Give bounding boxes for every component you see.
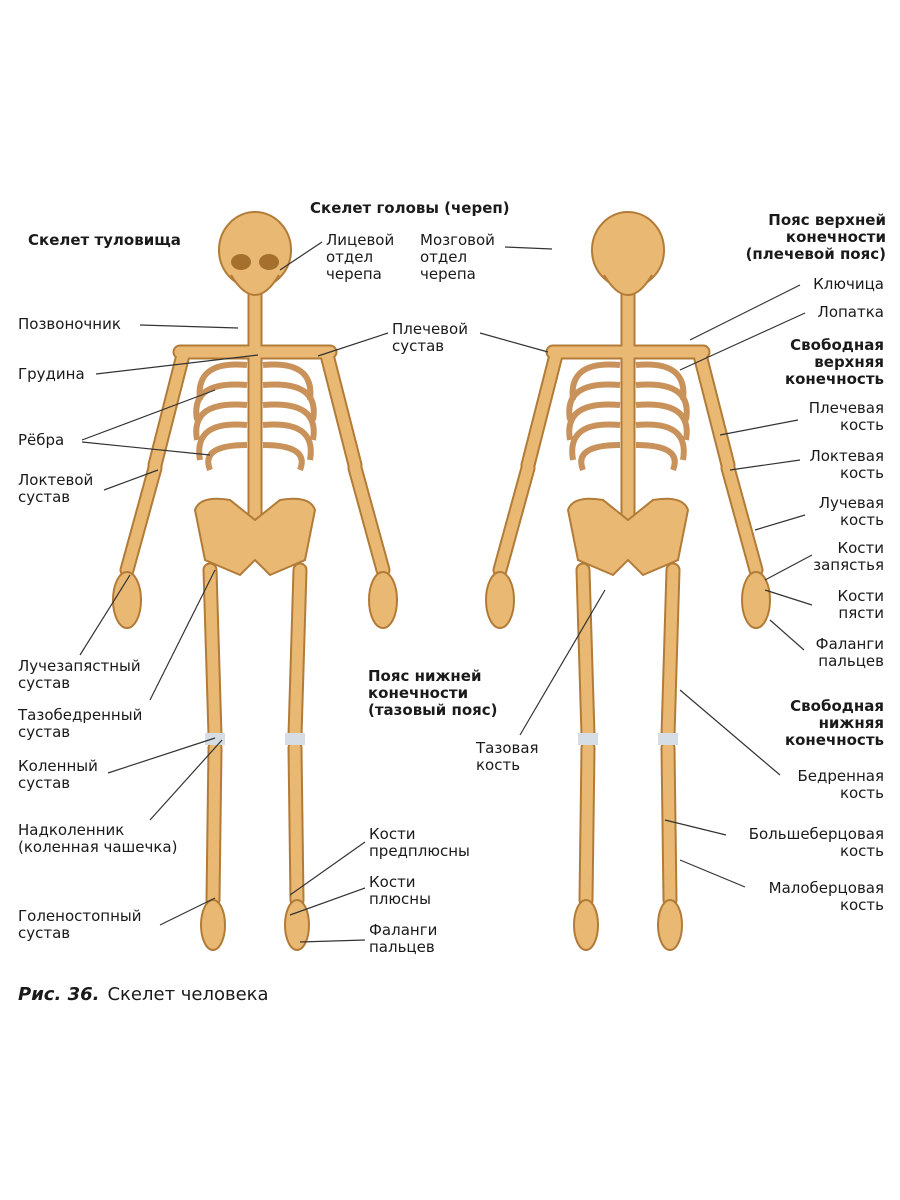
label-pelvic-girdle: Пояс нижней конечности (тазовый пояс) [368, 667, 498, 719]
label-scapula: Лопатка [817, 303, 884, 321]
label-facial-skull: Лицевой отдел черепа [326, 231, 395, 283]
label-metacarpal: Кости пясти [837, 587, 884, 622]
label-ulna: Локтевая кость [809, 447, 884, 482]
label-hip-joint: Тазобедренный сустав [18, 706, 143, 741]
leader-lines [79, 241, 813, 943]
label-trunk-skeleton: Скелет туловища [28, 231, 181, 249]
label-wrist-joint: Лучезапястный сустав [18, 657, 141, 692]
label-carpal: Кости запястья [813, 539, 884, 574]
label-brain-skull: Мозговой отдел черепа [420, 231, 495, 283]
label-fibula: Малоберцовая кость [768, 879, 884, 914]
label-metatarsal: Кости плюсны [369, 873, 431, 908]
label-finger-phalanges: Фаланги пальцев [815, 635, 884, 670]
label-sternum: Грудина [18, 365, 85, 383]
label-knee-joint: Коленный сустав [18, 757, 98, 792]
label-clavicle: Ключица [813, 275, 884, 293]
label-femur: Бедренная кость [797, 767, 884, 802]
label-shoulder-girdle: Пояс верхней конечности (плечевой пояс) [745, 211, 886, 263]
figure-caption: Рис. 36. Скелет человека [18, 984, 269, 1005]
label-radius: Лучевая кость [818, 494, 884, 529]
figure-number: Рис. 36. [18, 984, 100, 1005]
label-head-skeleton: Скелет головы (череп) [310, 199, 510, 217]
label-ankle-joint: Голеностопный сустав [18, 907, 142, 942]
figure-title: Скелет человека [107, 984, 269, 1005]
label-shoulder-joint: Плечевой сустав [392, 320, 468, 355]
label-pelvic-bone: Тазовая кость [476, 739, 539, 774]
label-free-lower-limb: Свободная нижняя конечность [784, 697, 884, 749]
label-ribs: Рёбра [18, 431, 65, 449]
label-spine: Позвоночник [18, 315, 121, 333]
label-elbow-joint: Локтевой сустав [18, 471, 94, 506]
label-tarsal: Кости предплюсны [369, 825, 470, 860]
label-tibia: Большеберцовая кость [748, 825, 884, 860]
label-humerus: Плечевая кость [808, 399, 884, 434]
label-patella: Надколенник (коленная чашечка) [18, 821, 178, 856]
back-skeleton [486, 212, 770, 950]
front-eye-sockets [231, 254, 279, 270]
label-toe-phalanges: Фаланги пальцев [369, 921, 438, 956]
label-free-upper-limb: Свободная верхняя конечность [784, 336, 884, 388]
